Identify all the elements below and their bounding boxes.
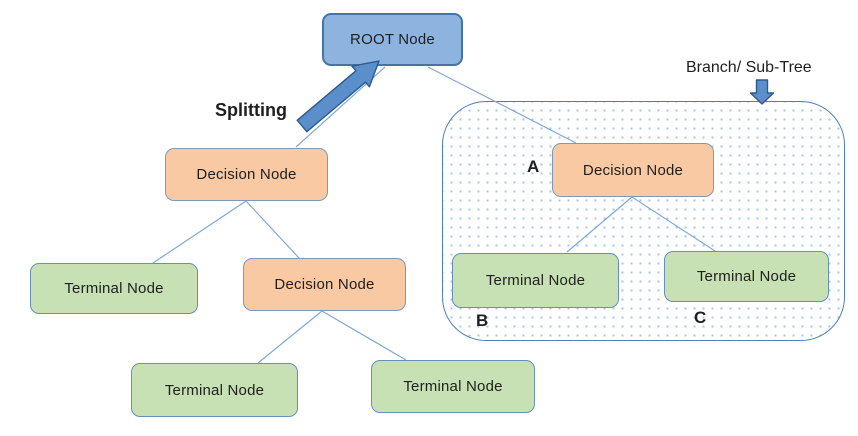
- edge-decision-a-to-terminal-b: [566, 196, 633, 253]
- node-terminal-bottom-right: Terminal Node: [371, 360, 535, 413]
- marker-b-label: B: [476, 311, 489, 330]
- node-decision-mid: Decision Node: [243, 258, 406, 311]
- node-terminal-b: Terminal Node: [452, 253, 619, 308]
- node-terminal-bottom-right-label: Terminal Node: [403, 378, 503, 395]
- edge-decision-a-to-terminal-c: [631, 196, 716, 252]
- node-decision-a: Decision Node: [552, 143, 714, 197]
- marker-c-label: C: [694, 308, 707, 327]
- node-terminal-bottom-left-label: Terminal Node: [164, 381, 265, 399]
- node-decision-mid-label: Decision Node: [274, 276, 375, 293]
- node-terminal-left-label: Terminal Node: [64, 280, 164, 297]
- node-terminal-bottom-left: Terminal Node: [131, 363, 298, 417]
- edge-decision-left-to-decision-mid: [245, 200, 300, 259]
- node-decision-left: Decision Node: [165, 148, 328, 201]
- edge-decision-mid-to-terminal-bl: [257, 310, 323, 364]
- node-terminal-c: Terminal Node: [664, 251, 829, 302]
- node-decision-a-label: Decision Node: [582, 161, 684, 179]
- edge-root-to-decision-a: [427, 66, 577, 144]
- branch-arrow-icon: [749, 79, 775, 105]
- edge-decision-mid-to-terminal-br: [321, 310, 407, 361]
- node-decision-left-label: Decision Node: [196, 166, 297, 183]
- splitting-label: Splitting: [215, 100, 287, 120]
- splitting-arrow-icon: [296, 60, 380, 133]
- edge-decision-left-to-terminal-left: [152, 200, 247, 264]
- marker-a-label: A: [527, 157, 540, 176]
- node-root-label: ROOT Node: [350, 31, 435, 48]
- node-terminal-b-label: Terminal Node: [485, 272, 586, 289]
- node-root: ROOT Node: [322, 13, 463, 66]
- node-terminal-left: Terminal Node: [30, 263, 198, 314]
- node-terminal-c-label: Terminal Node: [696, 268, 797, 285]
- branch-subtree-label: Branch/ Sub-Tree: [686, 59, 812, 76]
